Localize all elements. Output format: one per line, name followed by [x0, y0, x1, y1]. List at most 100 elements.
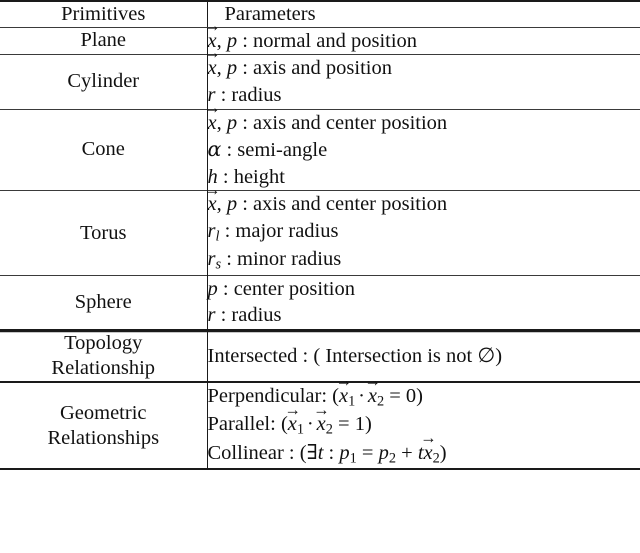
- param-line-plane-1: →x, p : normal and position: [204, 15, 640, 55]
- p-symbol: p: [226, 111, 238, 134]
- rparen-glyph: ): [364, 413, 372, 436]
- param-line-torus-1: →x, p : axis and center position: [204, 179, 640, 218]
- table-row-topology-relationship: Topology Relationship Intersected : ( In…: [0, 329, 640, 383]
- x-vector-symbol: →x: [204, 15, 221, 52]
- row-params-plane: →x, p : normal and position: [204, 15, 640, 55]
- table-row-cylinder: Cylinder →x, p : axis and position r : r…: [0, 43, 640, 110]
- row-label-cylinder: Cylinder: [0, 54, 208, 110]
- row-label-geometric-relationships: Geometric Relationships: [0, 381, 208, 471]
- param-line-torus-2: rl : major radius: [208, 218, 640, 246]
- cylinder-axis-text: : axis and position: [242, 57, 392, 80]
- header-primitives: Primitives: [0, 0, 208, 28]
- p-symbol: p: [226, 29, 238, 52]
- row-label-line-2: Relationship: [51, 357, 156, 380]
- param-line-collinear: Collinear : (∃t : p1 = p2 + t→x2): [208, 427, 640, 468]
- row-label-topology-relationship: Topology Relationship: [0, 329, 208, 383]
- subscript-2: 2: [388, 450, 396, 467]
- x2-vector-symbol: →x: [420, 427, 437, 464]
- param-line-cone-1: →x, p : axis and center position: [204, 97, 640, 137]
- subscript-1: 1: [296, 422, 305, 439]
- colon-glyph: :: [328, 441, 335, 464]
- cone-semiangle-text: : semi-angle: [226, 139, 328, 162]
- param-line-cylinder-1: →x, p : axis and position: [204, 43, 640, 82]
- table-row-torus: Torus →x, p : axis and center position r…: [0, 179, 640, 276]
- x2-vector-symbol: →x: [313, 399, 330, 436]
- r-symbol: r: [207, 248, 216, 271]
- row-label-line-1: Topology: [64, 332, 143, 355]
- x-vector-symbol: →x: [204, 43, 221, 80]
- parallel-label: Parallel:: [207, 413, 276, 436]
- torus-minor-text: : minor radius: [226, 248, 342, 271]
- value-zero: 0: [405, 385, 417, 408]
- row-params-cone: →x, p : axis and center position α : sem…: [204, 97, 640, 191]
- t-symbol: t: [417, 441, 424, 464]
- p-symbol: p: [226, 57, 238, 80]
- param-line-cylinder-2: r : radius: [208, 82, 640, 109]
- x1-vector-symbol: →x: [284, 399, 301, 436]
- rparen-glyph: ): [416, 385, 423, 408]
- subscript-2: 2: [376, 393, 385, 410]
- comma-glyph: ,: [216, 193, 222, 216]
- cdot-glyph: ·: [306, 413, 314, 436]
- row-label-cone: Cone: [0, 108, 208, 191]
- cylinder-radius-text: : radius: [220, 83, 282, 106]
- table-row-geometric-relationships: Geometric Relationships Perpendicular: (…: [0, 371, 640, 471]
- subscript-1: 1: [348, 393, 356, 410]
- row-params-sphere: p : center position r : radius: [207, 274, 640, 331]
- param-line-parallel: Parallel: (→x1·→x2 = 1): [207, 399, 640, 439]
- rparen-glyph: ): [439, 441, 447, 464]
- geometric-primitives-parameters-table: Primitives Parameters Plane →x, p : norm…: [0, 0, 640, 471]
- lparen-glyph: (: [299, 441, 307, 464]
- equals-glyph: =: [389, 385, 401, 408]
- comma-glyph: ,: [216, 57, 222, 80]
- table-row-cone: Cone →x, p : axis and center position α …: [0, 97, 640, 191]
- x2-vector-symbol: →x: [364, 371, 381, 408]
- p-symbol: p: [339, 441, 350, 464]
- row-label-sphere: Sphere: [0, 274, 208, 331]
- emptyset-symbol: ∅: [477, 344, 496, 367]
- subscript-1: 1: [349, 450, 357, 467]
- table-header-row: Primitives Parameters: [0, 0, 640, 28]
- row-label-line-1: Geometric: [59, 401, 147, 424]
- r-symbol: r: [207, 83, 216, 106]
- value-one: 1: [354, 413, 365, 436]
- row-label-line-2: Relationships: [47, 426, 160, 449]
- subscript-2: 2: [432, 450, 440, 467]
- plus-glyph: +: [401, 441, 413, 464]
- p-symbol: p: [226, 193, 238, 216]
- param-line-sphere-2: r : radius: [208, 302, 640, 329]
- subscript-s: s: [215, 257, 222, 274]
- cdot-glyph: ·: [358, 385, 365, 408]
- param-line-perpendicular: Perpendicular: (→x1·→x2 = 0): [208, 371, 640, 411]
- x1-vector-symbol: →x: [335, 371, 353, 408]
- p-symbol: p: [207, 277, 218, 300]
- torus-axis-text: : axis and center position: [242, 193, 448, 216]
- cone-height-text: : height: [222, 165, 285, 188]
- sphere-center-text: : center position: [222, 277, 355, 300]
- comma-glyph: ,: [216, 29, 222, 52]
- header-parameters: Parameters: [207, 0, 640, 28]
- p-symbol: p: [378, 441, 389, 464]
- x-vector-symbol: →x: [204, 179, 221, 216]
- torus-major-text: : major radius: [224, 220, 339, 243]
- equals-glyph: =: [361, 441, 374, 464]
- intersected-text: Intersected : ( Intersection is not: [207, 344, 473, 367]
- exists-symbol: ∃: [306, 441, 318, 464]
- comma-glyph: ,: [216, 111, 222, 134]
- param-line-cone-3: h : height: [208, 164, 640, 191]
- cone-axis-text: : axis and center position: [242, 111, 448, 134]
- t-symbol: t: [317, 441, 324, 464]
- table-row-sphere: Sphere p : center position r : radius: [0, 274, 640, 331]
- row-params-topology-relationship: Intersected : ( Intersection is not ∅): [207, 329, 640, 383]
- x-vector-symbol: →x: [204, 97, 221, 134]
- subscript-2: 2: [325, 422, 333, 439]
- row-params-cylinder: →x, p : axis and position r : radius: [204, 43, 640, 110]
- r-symbol: r: [207, 220, 216, 243]
- h-symbol: h: [207, 165, 218, 188]
- alpha-symbol: α: [207, 137, 222, 162]
- param-line-intersected: Intersected : ( Intersection is not ∅): [208, 343, 640, 370]
- equals-glyph: =: [338, 413, 350, 436]
- table-row-plane: Plane →x, p : normal and position: [0, 15, 640, 55]
- lparen-glyph: (: [280, 413, 288, 436]
